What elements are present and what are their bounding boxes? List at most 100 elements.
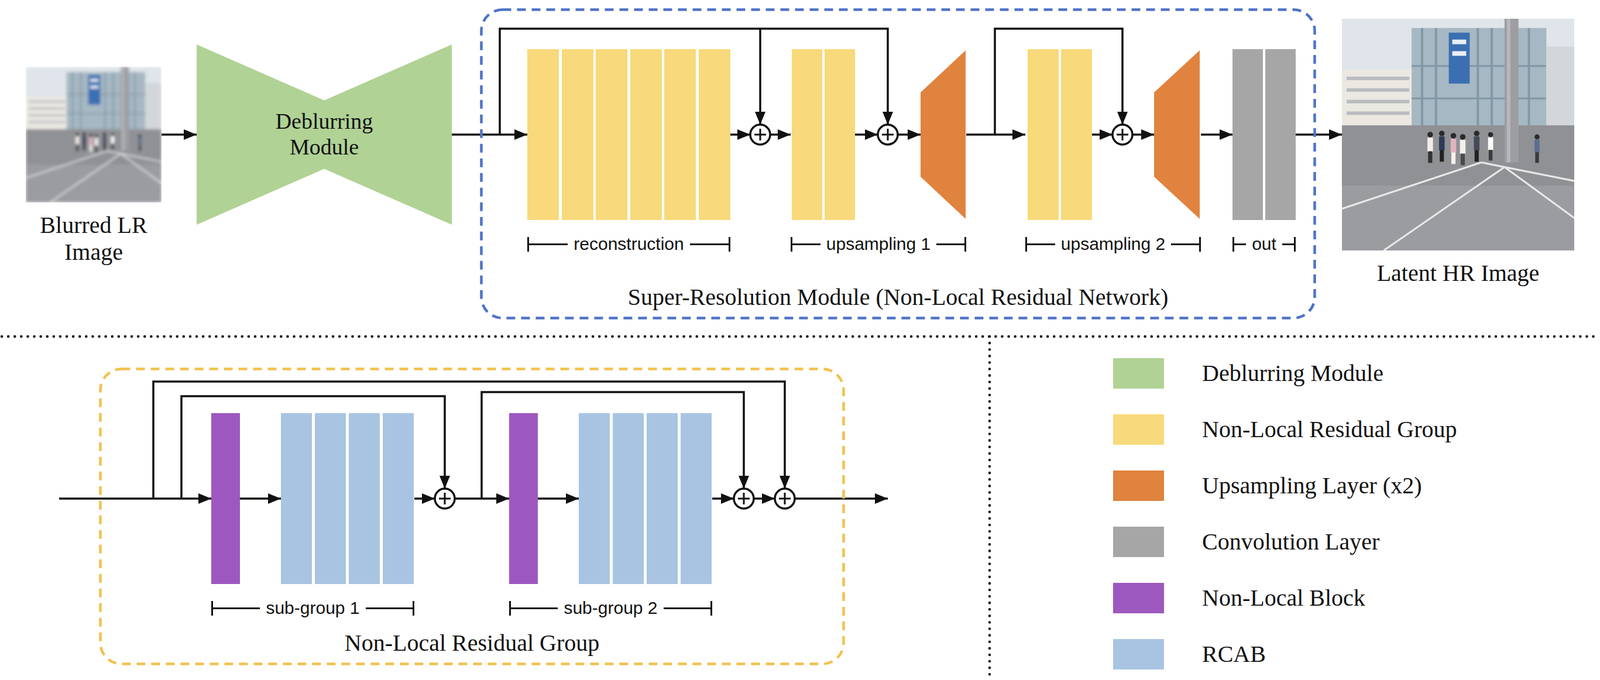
sum-node (737, 129, 751, 140)
blurred-photo (25, 66, 162, 203)
residual-group (1027, 49, 1059, 221)
dashed-outline (481, 9, 1315, 319)
sum-node (774, 488, 795, 509)
layer-stack: out (1232, 49, 1296, 257)
legend-row: Convolution Layer (1113, 526, 1582, 558)
layer-bars (211, 413, 415, 585)
legend-swatch (1113, 470, 1165, 501)
rcab-layer (382, 413, 414, 585)
arrow-connector (161, 133, 197, 136)
rcab-layer (280, 413, 312, 585)
layer-bars (1232, 49, 1296, 221)
node-label: sub-group 1 (259, 595, 366, 621)
legend-swatch (1113, 582, 1165, 614)
signal-line (753, 497, 775, 500)
node-label: reconstruction (567, 231, 690, 257)
sharp-photo (1341, 18, 1575, 251)
upsampling-layer (920, 50, 966, 219)
sum-node (737, 492, 750, 505)
node-label: Latent HR Image (1341, 259, 1575, 287)
residual-group (561, 49, 594, 221)
section-divider (1, 336, 1599, 679)
deblurring-module: Deblurring Module (196, 44, 452, 225)
legend-text: RCAB (1202, 639, 1266, 670)
bracket-label-row: sub-group 1 (211, 595, 415, 621)
sum-node (434, 488, 455, 509)
node-label: Non-Local Residual Group (341, 629, 603, 658)
arrow-connector (451, 133, 528, 136)
arrow-connector (1200, 133, 1233, 136)
signal-line (994, 28, 1123, 135)
node-label: sub-group 2 (557, 595, 664, 621)
bracket-tick (509, 601, 511, 616)
bracket-tick (1025, 237, 1028, 252)
residual-group (595, 49, 628, 221)
bracket-tick (527, 237, 530, 252)
sharp-photo (1341, 18, 1575, 251)
signal-line (59, 497, 212, 500)
sum-node (733, 488, 754, 509)
upsampling-layer (920, 50, 1200, 219)
residual-group (527, 49, 559, 221)
signal-line (712, 497, 734, 500)
signal-line (537, 497, 579, 500)
layer-stack: upsampling 1 (790, 49, 967, 257)
sum-node (1116, 128, 1129, 141)
legend-swatch (1113, 526, 1165, 558)
rcab-layer (348, 413, 380, 585)
sum-node (1112, 124, 1133, 145)
signal-line (1092, 133, 1113, 136)
bracket-tick (211, 601, 214, 616)
bracket-label-row: sub-group 2 (509, 595, 713, 621)
arrow-connector (1295, 133, 1342, 136)
sum-node (881, 128, 894, 141)
bracket-label-row: upsampling 1 (790, 231, 967, 257)
signal-line (759, 28, 762, 125)
signal-line (239, 497, 281, 500)
module-group: Super-Resolution Module (Non-Local Resid… (479, 8, 1317, 320)
layer-bars (527, 49, 731, 221)
node-label: Deblurring Module (251, 108, 398, 160)
bracket-tick (412, 601, 415, 616)
layer-stack: sub-group 2 (509, 413, 713, 621)
legend-row: Non-Local Block (1113, 582, 1582, 614)
photo-caption: Latent HR Image (1341, 259, 1575, 287)
non-local-block (509, 413, 538, 585)
upsampling-layer (1154, 50, 1200, 219)
layer-bars (1025, 49, 1201, 221)
photo-caption: Blurred LR Image (25, 211, 162, 266)
node-label: upsampling 1 (820, 231, 937, 257)
blurred-photo (25, 66, 162, 203)
section-divider (1, 335, 1599, 339)
bracket-label-row: out (1232, 231, 1296, 257)
rcab-layer (646, 413, 678, 585)
residual-group (1061, 49, 1093, 221)
conv-layer (1232, 49, 1263, 221)
bracket-label-row: reconstruction (527, 231, 731, 257)
node-label: Super-Resolution Module (Non-Local Resid… (624, 283, 1172, 312)
sum-node (421, 493, 435, 504)
legend-text: Non-Local Block (1202, 582, 1366, 614)
photo-frame (25, 66, 162, 203)
residual-group (630, 49, 662, 221)
signal-line (794, 497, 888, 500)
legend: Deblurring ModuleNon-Local Residual Grou… (1113, 358, 1582, 675)
sum-node (778, 492, 791, 505)
residual-group (824, 49, 856, 221)
conv-layer (1265, 49, 1296, 221)
bracket-tick (728, 237, 731, 252)
layer-stack: sub-group 1 (211, 413, 415, 621)
residual-group (698, 49, 731, 221)
signal-line (855, 133, 878, 136)
layer-bars (790, 49, 967, 221)
photo-frame (1341, 18, 1575, 251)
sum-node (754, 128, 767, 141)
legend-text: Upsampling Layer (x2) (1202, 470, 1422, 501)
legend-swatch (1113, 414, 1165, 445)
layer-stack: reconstruction (527, 49, 731, 257)
bracket-label-row: upsampling 2 (1025, 231, 1201, 257)
sum-node (438, 492, 451, 505)
layer-stack: upsampling 2 (1025, 49, 1201, 257)
residual-group (664, 49, 696, 221)
signal-line (897, 133, 921, 136)
